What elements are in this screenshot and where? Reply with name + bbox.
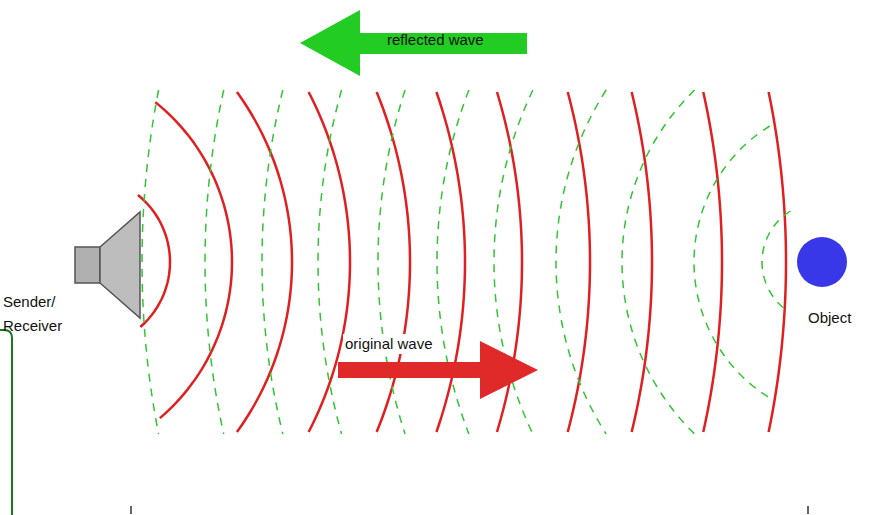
arrow-label: original wave bbox=[343, 334, 435, 354]
reflected-wave-front bbox=[262, 90, 283, 434]
reflected-wave-front bbox=[694, 126, 770, 398]
reflected-wave-front bbox=[142, 90, 159, 434]
original-wave-front bbox=[769, 92, 786, 432]
reflected-wave-front bbox=[205, 90, 224, 434]
reflected-wave-front bbox=[556, 90, 606, 434]
original-wave-front bbox=[309, 92, 350, 432]
object-label: Object bbox=[808, 306, 851, 330]
reflected-arrow bbox=[300, 10, 527, 76]
original-wave-front bbox=[155, 102, 232, 418]
speaker-body bbox=[75, 247, 100, 283]
arrow-label: reflected wave bbox=[387, 28, 484, 52]
original-wave-front bbox=[632, 92, 652, 432]
original-wave-front bbox=[703, 92, 722, 432]
reflected-wave-front bbox=[437, 90, 469, 434]
tick-mark bbox=[807, 506, 809, 514]
reflected-wave-front bbox=[318, 90, 342, 434]
original-wave-front bbox=[237, 92, 292, 432]
reflected-wave-front bbox=[762, 211, 790, 311]
frame-edge bbox=[0, 330, 12, 515]
wave-fronts bbox=[138, 90, 790, 434]
original-wave-front bbox=[377, 92, 410, 432]
tick-mark bbox=[130, 506, 132, 514]
object-circle bbox=[797, 237, 847, 287]
device-label: Sender/ Receiver bbox=[3, 290, 75, 338]
reflected-wave-front bbox=[378, 90, 405, 434]
original-wave-front bbox=[436, 92, 465, 432]
reflected-wave-front bbox=[622, 90, 695, 434]
speaker-cone bbox=[100, 212, 140, 318]
